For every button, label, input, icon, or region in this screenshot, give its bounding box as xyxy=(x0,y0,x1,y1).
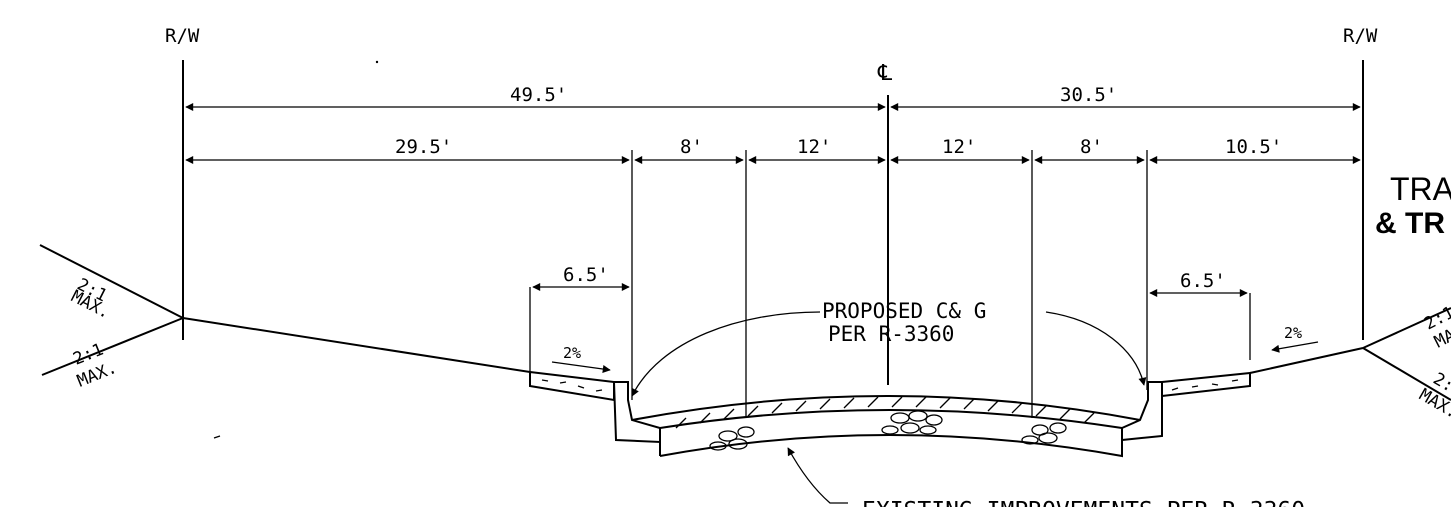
pavement-asphalt-bottom xyxy=(659,409,1123,429)
slope-left-sidewalk: 2% xyxy=(563,344,581,362)
leader-existing xyxy=(787,447,848,504)
centerline-symbol: ℄ xyxy=(877,61,893,86)
dim-left-lane-outer: 8' xyxy=(680,136,703,158)
dim-right-lane-outer: 8' xyxy=(1080,136,1103,158)
dim-right-outer: 10.5' xyxy=(1225,136,1282,158)
curb-gutter-right xyxy=(1121,381,1163,442)
slope-arrow-right-sidewalk xyxy=(1271,341,1319,353)
slope-arrow-left-sidewalk xyxy=(551,361,611,373)
slope-line-left-lower xyxy=(41,317,184,376)
dim-right-sidewalk: 6.5' xyxy=(1180,270,1226,292)
ground-line-left xyxy=(182,317,531,373)
slope-right-sidewalk: 2% xyxy=(1284,324,1302,342)
sidewalk-right-hatch xyxy=(1171,379,1239,391)
asphalt-hatch xyxy=(675,396,1095,429)
dim-left-lane-inner: 12' xyxy=(797,136,831,158)
dim-left-outer: 29.5' xyxy=(395,136,452,158)
callout-existing: EXISTING IMPROVEMENTS PER R-3360 xyxy=(862,498,1305,507)
pavement-surface xyxy=(631,395,1141,421)
dim-left-total: 49.5' xyxy=(510,84,567,106)
dim-right-lane-inner: 12' xyxy=(942,136,976,158)
callout-proposed-line2: PER R-3360 xyxy=(828,322,954,346)
dim-right-total: 30.5' xyxy=(1060,84,1117,106)
slope-line-left-upper xyxy=(39,244,184,319)
stray-mark xyxy=(213,435,221,439)
ground-line-right xyxy=(1249,347,1364,374)
title-line2: & TR xyxy=(1375,207,1445,240)
sidewalk-left xyxy=(529,370,615,402)
slope-line-right-lower xyxy=(1362,347,1451,401)
slope-line-right-upper xyxy=(1362,307,1451,349)
title-line1: TRA xyxy=(1390,171,1451,207)
sidewalk-left-hatch xyxy=(541,379,603,392)
leader-proposed-right xyxy=(1045,311,1147,386)
curb-gutter-left xyxy=(612,381,661,444)
aggregate-clusters xyxy=(709,410,1067,451)
sidewalk-right xyxy=(1161,371,1251,398)
rw-label-left: R/W xyxy=(165,25,200,47)
leader-proposed-left xyxy=(631,311,821,397)
rw-label-right: R/W xyxy=(1343,25,1378,47)
stray-dot xyxy=(375,60,379,64)
callout-proposed-line1: PROPOSED C& G xyxy=(822,299,986,323)
dim-left-sidewalk: 6.5' xyxy=(563,264,609,286)
